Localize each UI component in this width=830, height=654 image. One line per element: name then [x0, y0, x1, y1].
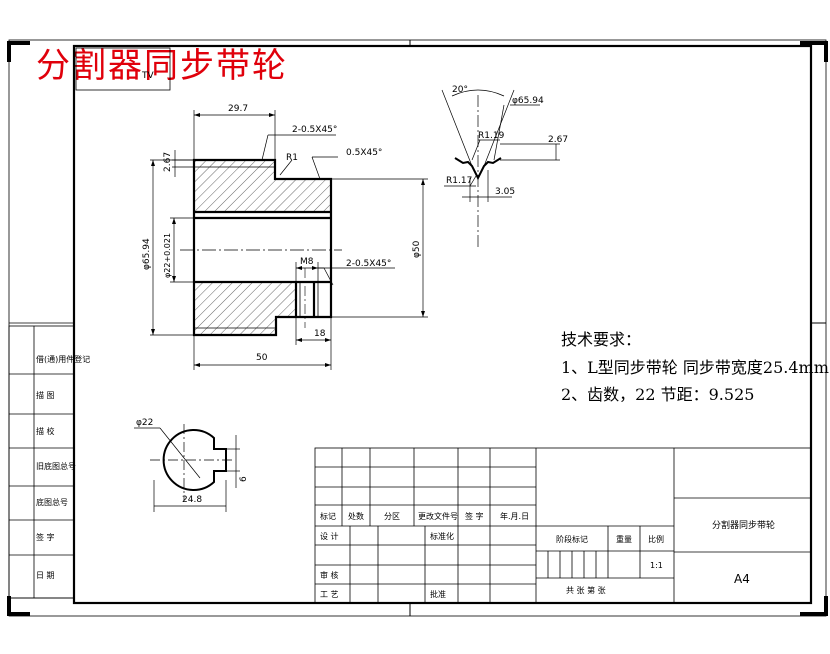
tb-stage: 阶段标记: [556, 534, 588, 544]
tb-count: 处数: [348, 511, 364, 521]
tb-name: 分割器同步带轮: [712, 519, 775, 531]
requirements-line1: 1、L型同步带轮 同步带宽度25.4mm: [561, 358, 829, 377]
dim-29-7: 29.7: [228, 104, 248, 114]
tb-scale: 比例: [648, 534, 664, 544]
tb-std: 标准化: [430, 531, 454, 541]
dim-angle20: 20°: [452, 85, 468, 95]
dim-24-8: 24.8: [182, 495, 202, 505]
tb-size: A4: [734, 572, 750, 586]
dim-r119: R1.19: [478, 131, 505, 141]
requirements-line2: 2、齿数，22 节距：9.525: [561, 385, 755, 404]
strip-3: 描 校: [36, 426, 55, 436]
corner-marks: [7, 41, 828, 616]
tb-sheets: 共 张 第 张: [566, 585, 606, 595]
dim-18: 18: [314, 329, 326, 339]
tb-zone: 分区: [384, 512, 400, 521]
dim-tooth-dia: φ65.94: [512, 96, 544, 106]
revision-box: [75, 47, 171, 91]
requirements-heading: 技术要求：: [561, 330, 642, 349]
box-label: TV: [141, 71, 154, 81]
dimension-lines: [150, 110, 428, 370]
tb-change: 更改文件号: [418, 511, 458, 521]
dim-chamfer2: 2-0.5X45°: [346, 259, 391, 269]
tb-process: 工 艺: [320, 590, 339, 599]
tb-approve: 批准: [430, 589, 446, 599]
dim-r1: R1: [286, 153, 298, 163]
strip-1: 借(通)用件登记: [36, 354, 90, 364]
tb-weight: 重量: [616, 534, 632, 544]
tb-sign: 签 字: [465, 511, 484, 521]
dim-2-67a: 2.67: [163, 152, 173, 172]
tb-date: 年.月.日: [500, 511, 529, 521]
section-view: [180, 158, 342, 337]
tb-check: 审 核: [320, 570, 339, 580]
keyway-view: [134, 424, 240, 512]
dim-6: 6: [239, 476, 249, 482]
strip-4: 旧底图总号: [36, 461, 76, 471]
dim-chamfer05: 0.5X45°: [346, 148, 382, 158]
left-strip: [8, 325, 75, 599]
strip-5: 底图总号: [36, 497, 68, 507]
dim-m8: M8: [300, 257, 314, 267]
dim-50w: 50: [256, 353, 268, 363]
dim-50: φ50: [412, 240, 422, 258]
dim-chamfer1: 2-0.5X45°: [292, 125, 337, 135]
dim-22h: φ22+0.021: [163, 233, 172, 278]
strip-6: 签 字: [36, 532, 55, 542]
tooth-profile: [441, 89, 560, 250]
title-block: [314, 447, 812, 604]
dim-3-05: 3.05: [495, 187, 515, 197]
strip-7: 日 期: [36, 571, 55, 580]
tb-design: 设 计: [320, 531, 339, 541]
drawing-title: 分割器同步带轮: [36, 46, 288, 86]
dim-65-94: φ65.94: [142, 238, 152, 270]
outer-border: [8, 39, 827, 617]
strip-2: 描 图: [36, 390, 55, 400]
dim-22: φ22: [136, 418, 153, 428]
dim-r117: R1.17: [446, 176, 472, 186]
tb-mark: 标记: [320, 511, 336, 521]
tb-scale-val: 1:1: [650, 561, 663, 570]
dim-2-67b: 2.67: [548, 135, 568, 145]
